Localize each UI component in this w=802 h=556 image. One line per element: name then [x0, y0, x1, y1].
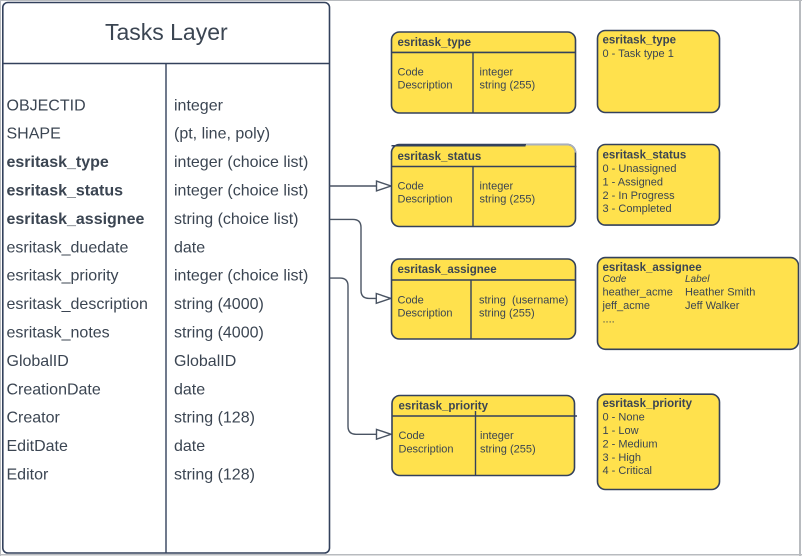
svg-text:esritask_type: esritask_type [603, 34, 677, 46]
svg-text:GlobalID: GlobalID [174, 353, 236, 370]
svg-text:esritask_duedate: esritask_duedate [7, 239, 129, 256]
svg-text:Description: Description [398, 308, 453, 320]
svg-text:string (username): string (username) [479, 295, 568, 307]
svg-text:OBJECTID: OBJECTID [7, 98, 86, 115]
svg-text:integer (choice list): integer (choice list) [174, 154, 308, 171]
svg-text:integer: integer [480, 181, 514, 193]
svg-text:esritask_status: esritask_status [7, 183, 124, 200]
svg-text:GlobalID: GlobalID [7, 353, 69, 370]
svg-text:integer (choice list): integer (choice list) [174, 183, 308, 200]
svg-text:(pt, line, poly): (pt, line, poly) [174, 126, 270, 143]
svg-text:string (255): string (255) [479, 308, 535, 320]
svg-text:CreationDate: CreationDate [7, 381, 101, 398]
svg-text:....: .... [603, 313, 615, 325]
svg-text:jeff_acme: jeff_acme [602, 300, 651, 312]
svg-text:esritask_priority: esritask_priority [7, 268, 119, 285]
svg-text:4 - Critical: 4 - Critical [603, 465, 653, 477]
svg-text:1 - Assigned: 1 - Assigned [603, 176, 664, 188]
svg-text:integer: integer [480, 66, 514, 78]
svg-text:0 - None: 0 - None [603, 412, 645, 424]
svg-text:esritask_assignee: esritask_assignee [603, 262, 702, 274]
svg-text:string (128): string (128) [174, 467, 255, 484]
svg-text:integer: integer [174, 98, 224, 115]
svg-text:2 - Medium: 2 - Medium [603, 439, 658, 451]
svg-text:esritask_priority: esritask_priority [399, 400, 489, 412]
svg-text:esritask_assignee: esritask_assignee [398, 264, 497, 276]
svg-text:0 - Task type 1: 0 - Task type 1 [603, 48, 674, 60]
svg-text:3 - High: 3 - High [603, 452, 642, 464]
svg-text:Code: Code [399, 430, 425, 442]
svg-text:2 - In Progress: 2 - In Progress [603, 190, 676, 202]
svg-text:heather_acme: heather_acme [603, 286, 673, 298]
svg-text:1 - Low: 1 - Low [603, 425, 639, 437]
svg-text:Jeff Walker: Jeff Walker [685, 300, 740, 312]
svg-text:Heather Smith: Heather Smith [685, 286, 755, 298]
svg-text:Code: Code [398, 295, 424, 307]
svg-text:date: date [174, 239, 205, 256]
svg-text:Code: Code [398, 66, 424, 78]
svg-text:Description: Description [398, 79, 453, 91]
svg-text:esritask_description: esritask_description [7, 296, 148, 313]
svg-text:string (128): string (128) [174, 410, 255, 427]
svg-text:string (255): string (255) [480, 79, 536, 91]
svg-text:string (4000): string (4000) [174, 325, 264, 342]
svg-text:string (choice list): string (choice list) [174, 211, 298, 228]
svg-text:Code: Code [603, 274, 627, 285]
svg-text:esritask_priority: esritask_priority [603, 398, 693, 410]
svg-text:SHAPE: SHAPE [7, 126, 61, 143]
svg-text:date: date [174, 381, 205, 398]
svg-text:3 - Completed: 3 - Completed [603, 203, 672, 215]
svg-text:esritask_type: esritask_type [7, 154, 109, 171]
svg-text:Description: Description [399, 444, 454, 456]
svg-text:Creator: Creator [7, 410, 61, 427]
svg-text:Code: Code [398, 181, 424, 193]
svg-text:string (255): string (255) [480, 194, 536, 206]
svg-text:esritask_notes: esritask_notes [7, 325, 110, 342]
svg-text:Editor: Editor [7, 467, 49, 484]
svg-text:string (255): string (255) [480, 444, 536, 456]
svg-text:esritask_status: esritask_status [603, 150, 687, 162]
svg-text:integer (choice list): integer (choice list) [174, 268, 308, 285]
svg-text:esritask_status: esritask_status [398, 151, 482, 163]
svg-text:string (4000): string (4000) [174, 296, 264, 313]
svg-text:Label: Label [685, 274, 710, 285]
svg-text:esritask_assignee: esritask_assignee [7, 211, 145, 228]
svg-text:Description: Description [398, 194, 453, 206]
svg-text:date: date [174, 438, 205, 455]
svg-text:esritask_type: esritask_type [398, 37, 472, 49]
svg-text:integer: integer [480, 430, 514, 442]
svg-text:0 - Unassigned: 0 - Unassigned [603, 163, 677, 175]
svg-text:EditDate: EditDate [7, 438, 68, 455]
svg-text:Tasks Layer: Tasks Layer [105, 19, 228, 45]
